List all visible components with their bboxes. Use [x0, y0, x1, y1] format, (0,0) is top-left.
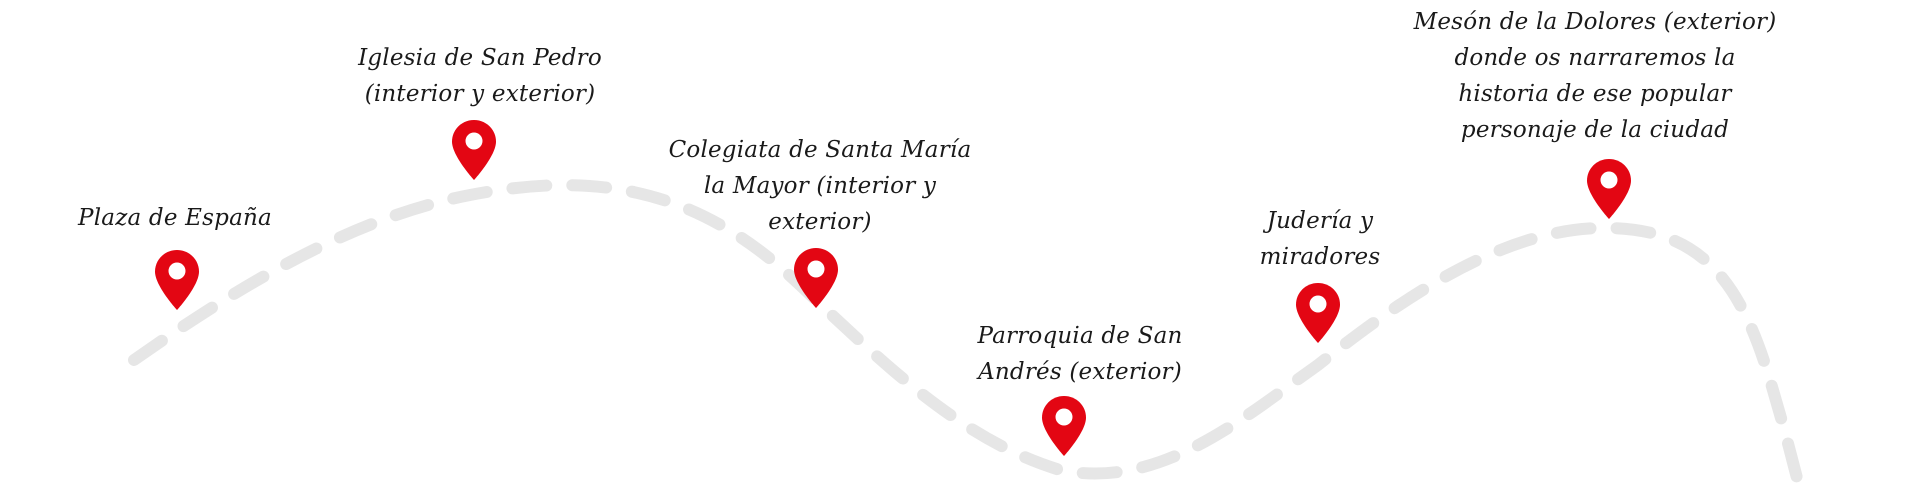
stop-label: Mesón de la Dolores (exterior) donde os … — [1413, 9, 1777, 143]
stop-label: Judería y miradores — [1259, 208, 1381, 270]
dashed-route-line — [128, 179, 1806, 496]
map-pin-icon[interactable] — [1585, 157, 1633, 221]
stop-label: Iglesia de San Pedro (interior y exterio… — [358, 45, 602, 107]
map-pin-icon[interactable] — [1040, 394, 1088, 458]
map-pin-icon[interactable] — [1294, 281, 1342, 345]
map-pin-icon[interactable] — [153, 248, 201, 312]
stop-label: Parroquia de San Andrés (exterior) — [977, 323, 1183, 385]
stop-label: Plaza de España — [78, 205, 272, 231]
stop-label: Colegiata de Santa María la Mayor (inter… — [668, 137, 972, 235]
map-pin-icon[interactable] — [792, 246, 840, 310]
map-pin-icon[interactable] — [450, 118, 498, 182]
